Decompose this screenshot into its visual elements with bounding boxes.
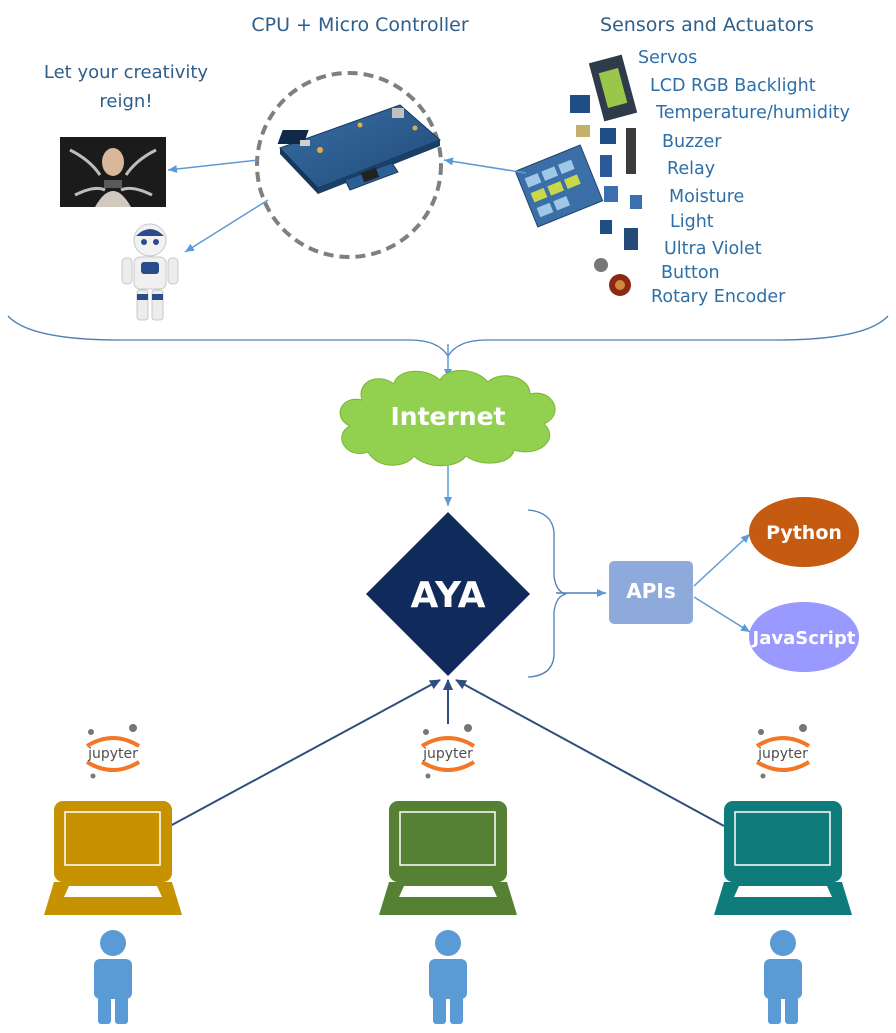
jupyter-text-left: jupyter xyxy=(87,746,138,762)
creativity-line1: Let your creativity xyxy=(44,62,209,83)
line-client-right-to-aya xyxy=(455,679,725,827)
creativity-photo xyxy=(60,137,166,207)
apis-box: APIs xyxy=(609,561,693,624)
arrow-sensors-to-cpu xyxy=(443,157,527,174)
sensor-item-button: Button xyxy=(661,263,720,283)
sensor-list: Servos LCD RGB Backlight Temperature/hum… xyxy=(638,48,850,307)
arrow-apis-to-python xyxy=(693,533,751,587)
aya-hub: AYA xyxy=(366,512,530,676)
sensor-item-light: Light xyxy=(670,212,714,232)
line-client-left-to-aya xyxy=(169,679,441,827)
sensor-item-buzzer: Buzzer xyxy=(662,132,722,152)
person-icon-center xyxy=(429,930,467,1024)
jupyter-text-right: jupyter xyxy=(757,746,808,762)
jupyter-logo-right: jupyter xyxy=(755,724,811,779)
laptop-icon-center xyxy=(379,801,517,915)
cpu-heading: CPU + Micro Controller xyxy=(251,14,468,36)
javascript-node: JavaScript xyxy=(749,602,859,672)
arrow-cpu-to-creativity xyxy=(167,159,259,173)
sensor-item-moisture: Moisture xyxy=(669,187,744,207)
cpu-dashed-circle xyxy=(255,71,443,259)
cpu-board-group xyxy=(255,71,443,259)
jupyter-text-center: jupyter xyxy=(422,746,473,762)
sensor-item-uv: Ultra Violet xyxy=(664,239,762,259)
sensor-item-lcd: LCD RGB Backlight xyxy=(650,76,816,96)
sensor-item-temperature: Temperature/humidity xyxy=(655,103,850,123)
sensor-kit-box xyxy=(514,144,604,228)
microcontroller-board-image xyxy=(277,104,441,194)
aya-brace xyxy=(527,509,567,678)
jupyter-logo-center: jupyter xyxy=(420,724,476,779)
sensor-item-servos: Servos xyxy=(638,48,697,68)
python-label: Python xyxy=(766,522,842,544)
creativity-line2: reign! xyxy=(99,91,152,112)
internet-label: Internet xyxy=(390,402,505,431)
sensors-heading: Sensors and Actuators xyxy=(600,14,814,36)
laptop-icon-left xyxy=(44,801,182,915)
jupyter-logo-left: jupyter xyxy=(85,724,141,779)
person-icon-right xyxy=(764,930,802,1024)
sensor-item-relay: Relay xyxy=(667,159,715,179)
aya-label: AYA xyxy=(411,575,486,616)
javascript-label: JavaScript xyxy=(751,628,856,649)
arrow-apis-to-javascript xyxy=(693,596,751,633)
sensors-photos xyxy=(514,54,642,296)
sensor-item-rotary: Rotary Encoder xyxy=(651,287,786,307)
apis-label: APIs xyxy=(626,579,675,603)
arrow-cpu-to-robot xyxy=(184,199,269,253)
python-node: Python xyxy=(749,497,859,567)
robot-photo xyxy=(121,223,179,321)
person-icon-left xyxy=(94,930,132,1024)
internet-cloud: Internet xyxy=(339,370,556,467)
laptop-icon-right xyxy=(714,801,852,915)
